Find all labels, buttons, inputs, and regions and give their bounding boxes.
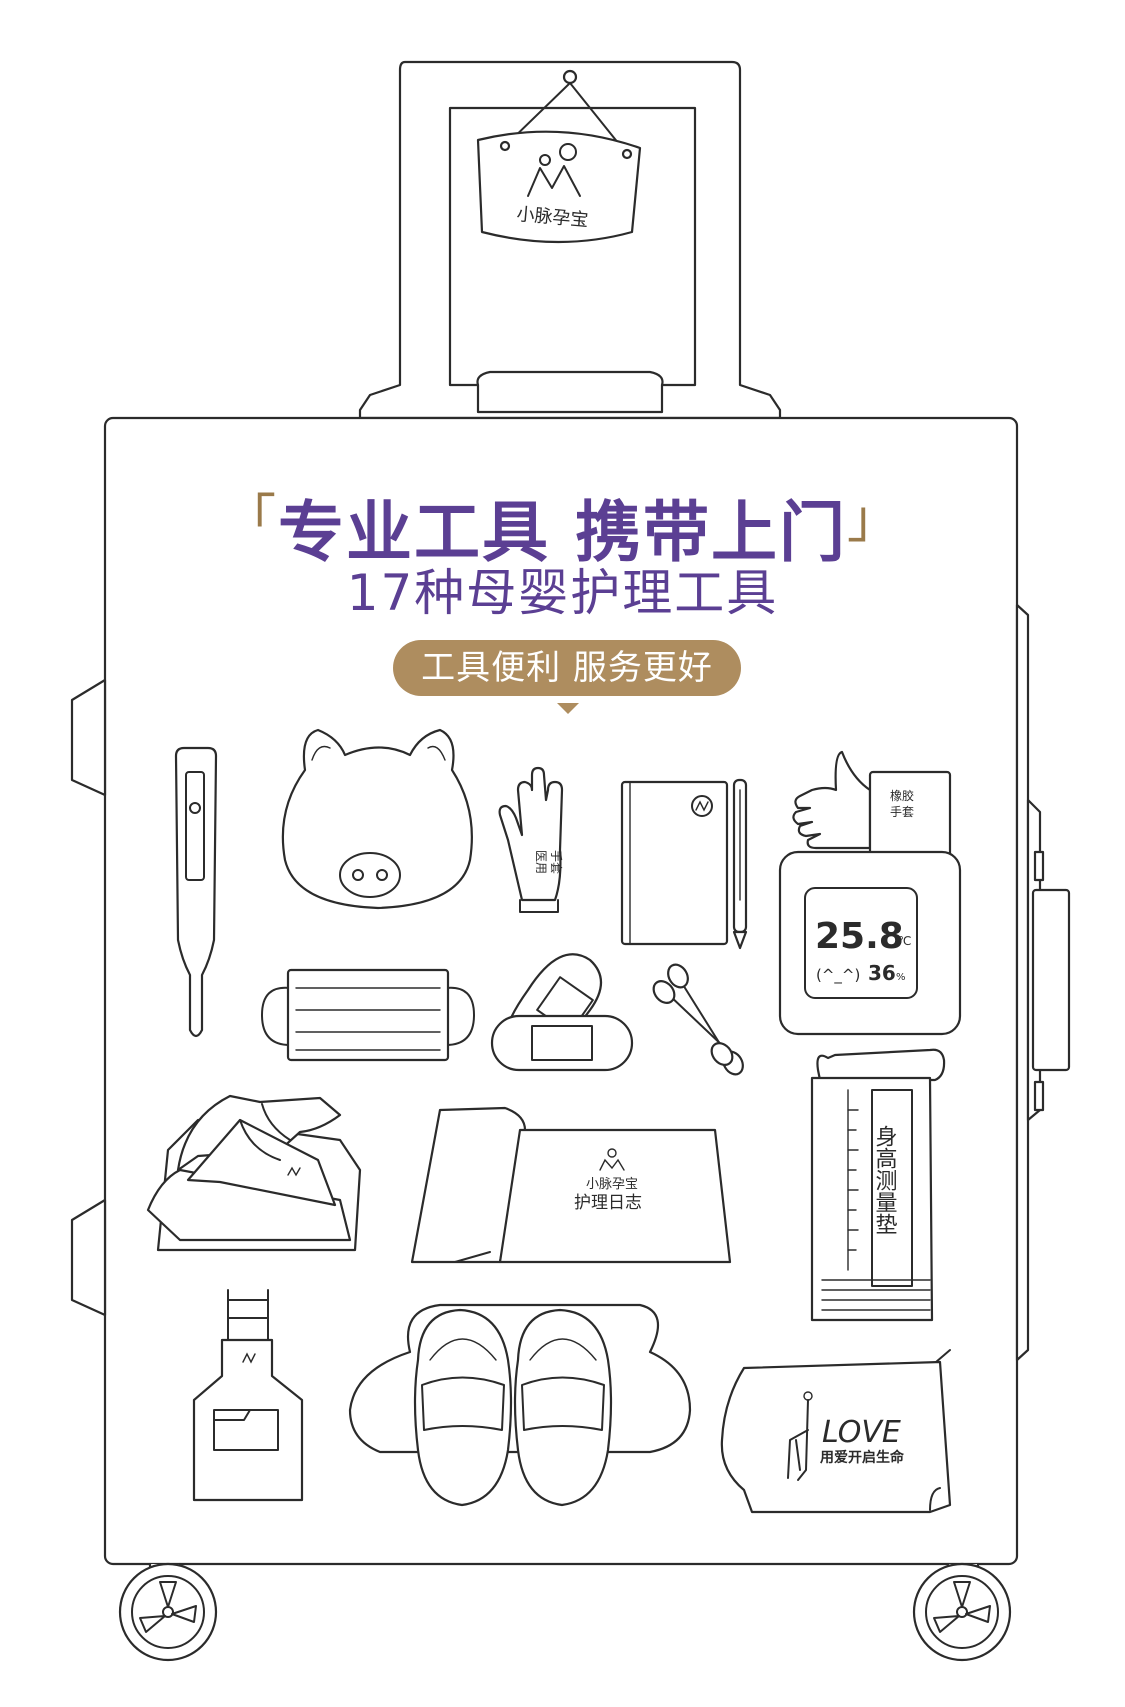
hygrometer-hum-unit: %	[896, 972, 906, 983]
hanging-tag: 小脉孕宝	[476, 69, 642, 244]
giraffe-icon	[787, 1391, 813, 1481]
height-mat-label: 身高测量垫	[872, 1125, 898, 1235]
hygrometer-face: (^_^)	[816, 966, 860, 985]
wheel-left	[118, 1562, 218, 1662]
pen-icon	[732, 778, 748, 950]
notebook-icon	[620, 780, 729, 946]
height-mat-icon: 身高测量垫	[810, 1048, 946, 1322]
hygrometer-icon: 25.8 ℃ (^_^) 36 %	[778, 850, 962, 1036]
hygrometer-humidity: 36	[868, 961, 896, 985]
face-mask-icon	[261, 968, 475, 1062]
bracket-open: 「	[223, 490, 278, 550]
medical-glove-label-1: 医用	[534, 850, 548, 874]
diary-logo-icon	[599, 1148, 625, 1171]
rubber-glove-label-1: 橡胶	[890, 788, 914, 803]
hygrometer-temp: 25.8	[815, 916, 904, 957]
title-text: 专业工具 携带上门	[278, 494, 847, 571]
clothes-pile-icon	[146, 1094, 362, 1252]
diary-brand-text: 小脉孕宝	[586, 1177, 638, 1192]
slippers-icon	[348, 1303, 692, 1507]
cotton-swab-icon	[652, 963, 744, 1076]
bracket-close: 」	[846, 490, 901, 550]
wheel-right	[912, 1562, 1012, 1662]
diary-title-text: 护理日志	[574, 1193, 642, 1213]
mother-child-logo-icon	[527, 143, 581, 197]
apron-icon	[192, 1289, 304, 1502]
hygrometer-temp-unit: ℃	[898, 934, 911, 948]
thermometer-icon	[174, 746, 218, 1038]
tagline-arrow-icon	[557, 703, 579, 714]
rubber-glove-label-2: 手套	[890, 805, 914, 819]
pig-pillow-icon	[281, 728, 473, 910]
pouch-slogan: 用爱开启生命	[820, 1449, 905, 1466]
care-diary-icon: 小脉孕宝 护理日志	[410, 1106, 732, 1264]
band-aid-icon	[490, 953, 634, 1072]
medical-glove-label-2: 手套	[549, 850, 563, 874]
pouch-word: LOVE	[822, 1415, 901, 1450]
page-title: 「专业工具 携带上门」	[0, 480, 1125, 573]
page-subtitle: 17种母婴护理工具	[346, 564, 779, 622]
medical-glove-icon: 医用 手套	[498, 766, 564, 913]
tagline-badge: 工具便利 服务更好	[393, 640, 741, 696]
love-pouch-icon: LOVE 用爱开启生命	[720, 1349, 952, 1514]
